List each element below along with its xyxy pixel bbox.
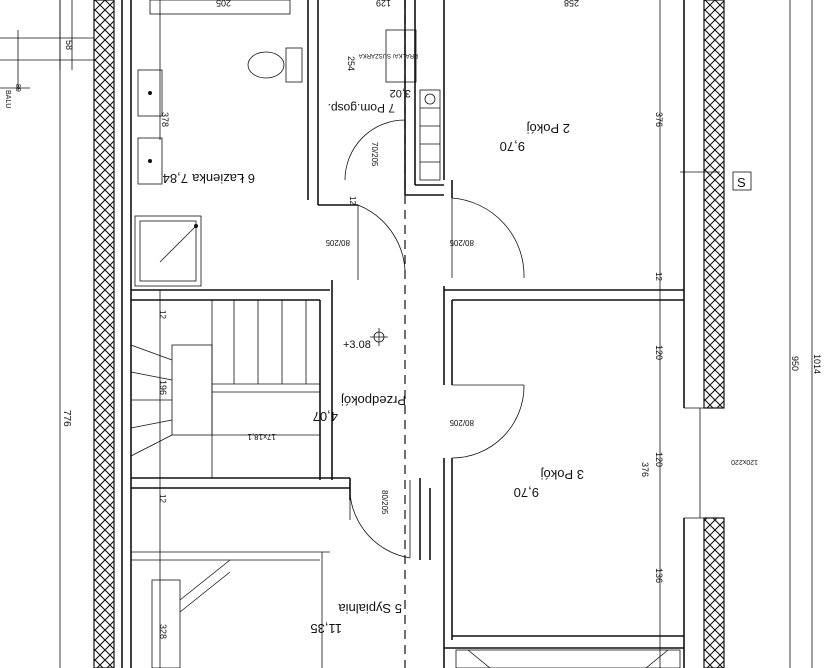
dim-950: 950 (790, 356, 800, 371)
dim-205-top: 205 (216, 0, 231, 8)
dim-12-d: 12 (158, 494, 167, 503)
dim-12-a: 12 (348, 196, 357, 205)
shower-icon (134, 215, 202, 287)
hall-area: 4,07 (313, 409, 338, 424)
dim-376-b: 376 (640, 462, 650, 477)
dim-120-a: 120 (654, 345, 664, 360)
bedroom-area: 11,35 (310, 621, 342, 636)
hall-label: Przedpokój (341, 393, 406, 408)
bedroom-label: 5 Sypialnia (338, 601, 402, 616)
window-frame (455, 649, 681, 668)
dim-70-205: 70/205 (370, 142, 379, 167)
outer-wall-right-lower (703, 517, 725, 668)
dim-378: 378 (160, 112, 170, 127)
dim-58: 58 (64, 40, 74, 50)
bathroom-area: 7,84 (163, 171, 188, 186)
dim-258-top: 258 (564, 0, 579, 8)
utility-label: 7 Pom.gosp. (328, 101, 395, 115)
wardrobe-icon (151, 559, 231, 668)
dim-196: 196 (158, 380, 168, 395)
appliance-label: PRALKA/ SUSZARKA (359, 52, 418, 58)
dim-254: 254 (346, 56, 356, 71)
stairs-label: 17x18,1 (247, 432, 276, 441)
sink-icon (137, 69, 163, 185)
outer-wall-left (93, 0, 115, 668)
dim-120-b: 120 (654, 452, 664, 467)
dim-776: 776 (61, 410, 72, 427)
room2-label: 2 Pokój (527, 121, 570, 136)
dimension-lines (59, 0, 813, 668)
room2-area: 9,70 (500, 139, 525, 154)
dim-80-205-b: 80/205 (449, 238, 474, 247)
door-swings (344, 119, 525, 559)
wall-lines (0, 0, 724, 668)
dim-80-205-c: 80/205 (449, 418, 474, 427)
dim-80-205-a: 80/205 (325, 238, 350, 247)
dim-328: 328 (158, 624, 168, 639)
toilet-icon (247, 47, 303, 83)
room3-area: 9,70 (514, 485, 539, 500)
stairs-icon (130, 300, 320, 478)
level-mark-icon (370, 328, 388, 346)
section-box (732, 171, 752, 191)
dim-12-b: 12 (654, 272, 663, 281)
dim-window: 120x220 (731, 458, 758, 465)
bathroom-label: 6 Łazienka (191, 171, 255, 186)
room3-label: 3 Pokój (541, 467, 584, 482)
dim-80-205-d: 80/205 (380, 490, 389, 515)
top-left-label: BALU (4, 90, 11, 108)
washer-dryer-icon (385, 29, 441, 181)
outer-wall-right-upper (703, 0, 725, 409)
section-mark: S (737, 175, 746, 190)
dim-376-a: 376 (654, 112, 664, 127)
top-left-label-2: 89 (14, 84, 21, 92)
dim-1014: 1014 (812, 354, 822, 374)
dim-12-c: 12 (158, 310, 167, 319)
dim-129: 129 (376, 0, 391, 8)
dim-136: 136 (654, 568, 664, 583)
level-mark: +3.08 (343, 339, 371, 351)
utility-area: 3,02 (390, 87, 411, 99)
